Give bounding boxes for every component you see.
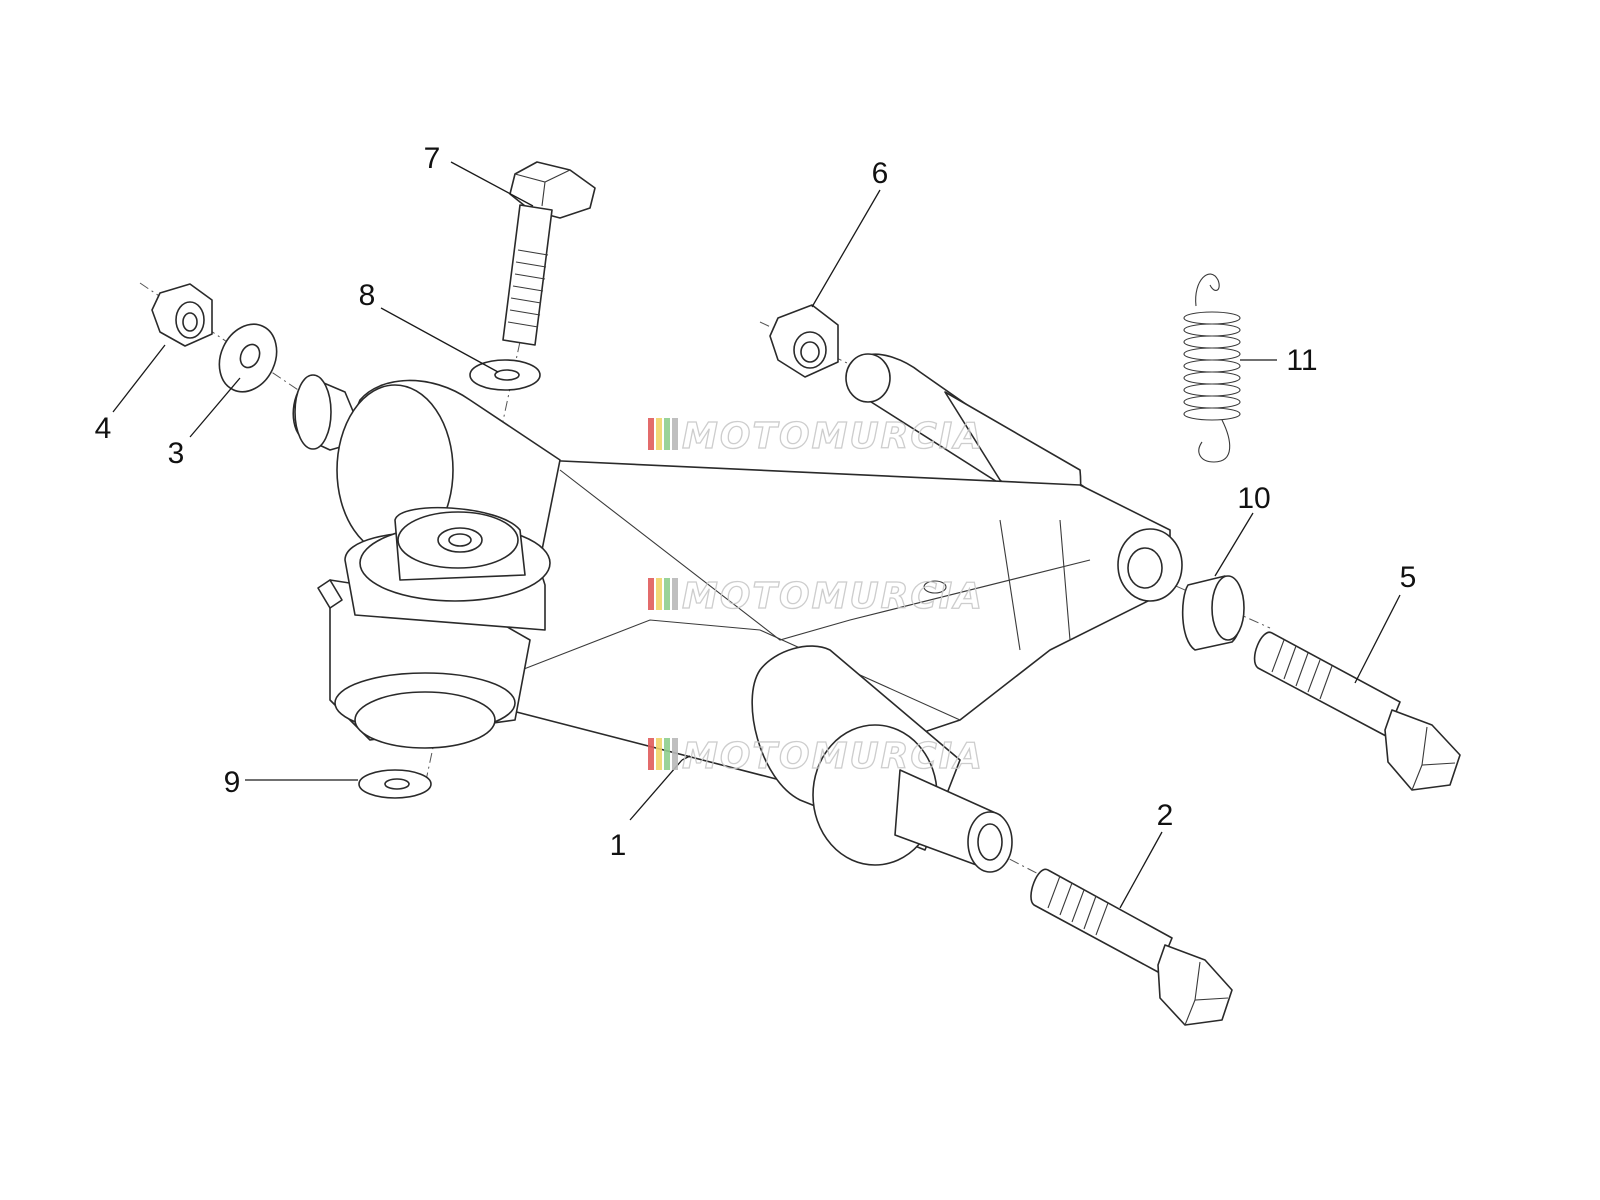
callout-10: 10 bbox=[1237, 482, 1270, 515]
leader-5 bbox=[1354, 594, 1401, 684]
watermark-stripe bbox=[656, 738, 662, 770]
callout-1: 1 bbox=[610, 829, 627, 862]
watermark-stripe bbox=[672, 418, 678, 450]
bolt-2 bbox=[1030, 868, 1233, 1026]
washer-9 bbox=[358, 769, 432, 799]
leader-lines bbox=[112, 161, 1401, 909]
watermark-text: MOTOMURCIA bbox=[682, 576, 984, 617]
leader-3 bbox=[189, 377, 241, 438]
watermark-top: MOTOMURCIA bbox=[648, 415, 984, 458]
spacer-10 bbox=[1181, 575, 1245, 651]
callout-7: 7 bbox=[424, 142, 441, 175]
watermark-stripe bbox=[664, 738, 670, 770]
callout-11: 11 bbox=[1286, 344, 1317, 377]
leader-1b bbox=[681, 755, 691, 761]
leader-4 bbox=[112, 344, 166, 413]
watermark-middle: MOTOMURCIA bbox=[648, 575, 984, 618]
watermark-bottom: MOTOMURCIA bbox=[648, 735, 984, 778]
nut-6 bbox=[769, 304, 839, 378]
watermark-stripe bbox=[648, 578, 654, 610]
bolt-7 bbox=[502, 161, 596, 346]
watermark-stripe bbox=[672, 578, 678, 610]
callout-2: 2 bbox=[1157, 799, 1174, 832]
watermark-stripe bbox=[672, 738, 678, 770]
bolt-5 bbox=[1253, 631, 1461, 791]
watermark-stripe bbox=[664, 578, 670, 610]
watermark-stripe bbox=[656, 578, 662, 610]
callout-6: 6 bbox=[872, 157, 889, 190]
leader-8 bbox=[380, 307, 499, 373]
leader-2 bbox=[1119, 831, 1163, 909]
shock-mount-bushing bbox=[317, 506, 551, 749]
watermark-text: MOTOMURCIA bbox=[682, 416, 984, 457]
callout-4: 4 bbox=[95, 412, 112, 445]
watermark-stripe bbox=[664, 418, 670, 450]
leader-6 bbox=[811, 189, 881, 308]
washer-3 bbox=[218, 323, 278, 393]
watermark-stripe bbox=[656, 418, 662, 450]
leader-7 bbox=[450, 161, 534, 207]
spring-11 bbox=[1183, 273, 1241, 463]
washer-8 bbox=[469, 359, 541, 391]
watermark-stripe bbox=[648, 418, 654, 450]
watermark-stripe bbox=[648, 738, 654, 770]
callout-3: 3 bbox=[168, 437, 185, 470]
front-cylinder bbox=[751, 645, 1013, 873]
callout-labels: 1 2 3 4 5 6 7 8 9 10 11 bbox=[95, 142, 1417, 862]
callout-5: 5 bbox=[1400, 561, 1417, 594]
leader-10 bbox=[1214, 512, 1254, 577]
nut-4 bbox=[151, 283, 213, 347]
callout-8: 8 bbox=[359, 279, 376, 312]
callout-9: 9 bbox=[224, 766, 241, 799]
watermark-text: MOTOMURCIA bbox=[682, 736, 984, 777]
